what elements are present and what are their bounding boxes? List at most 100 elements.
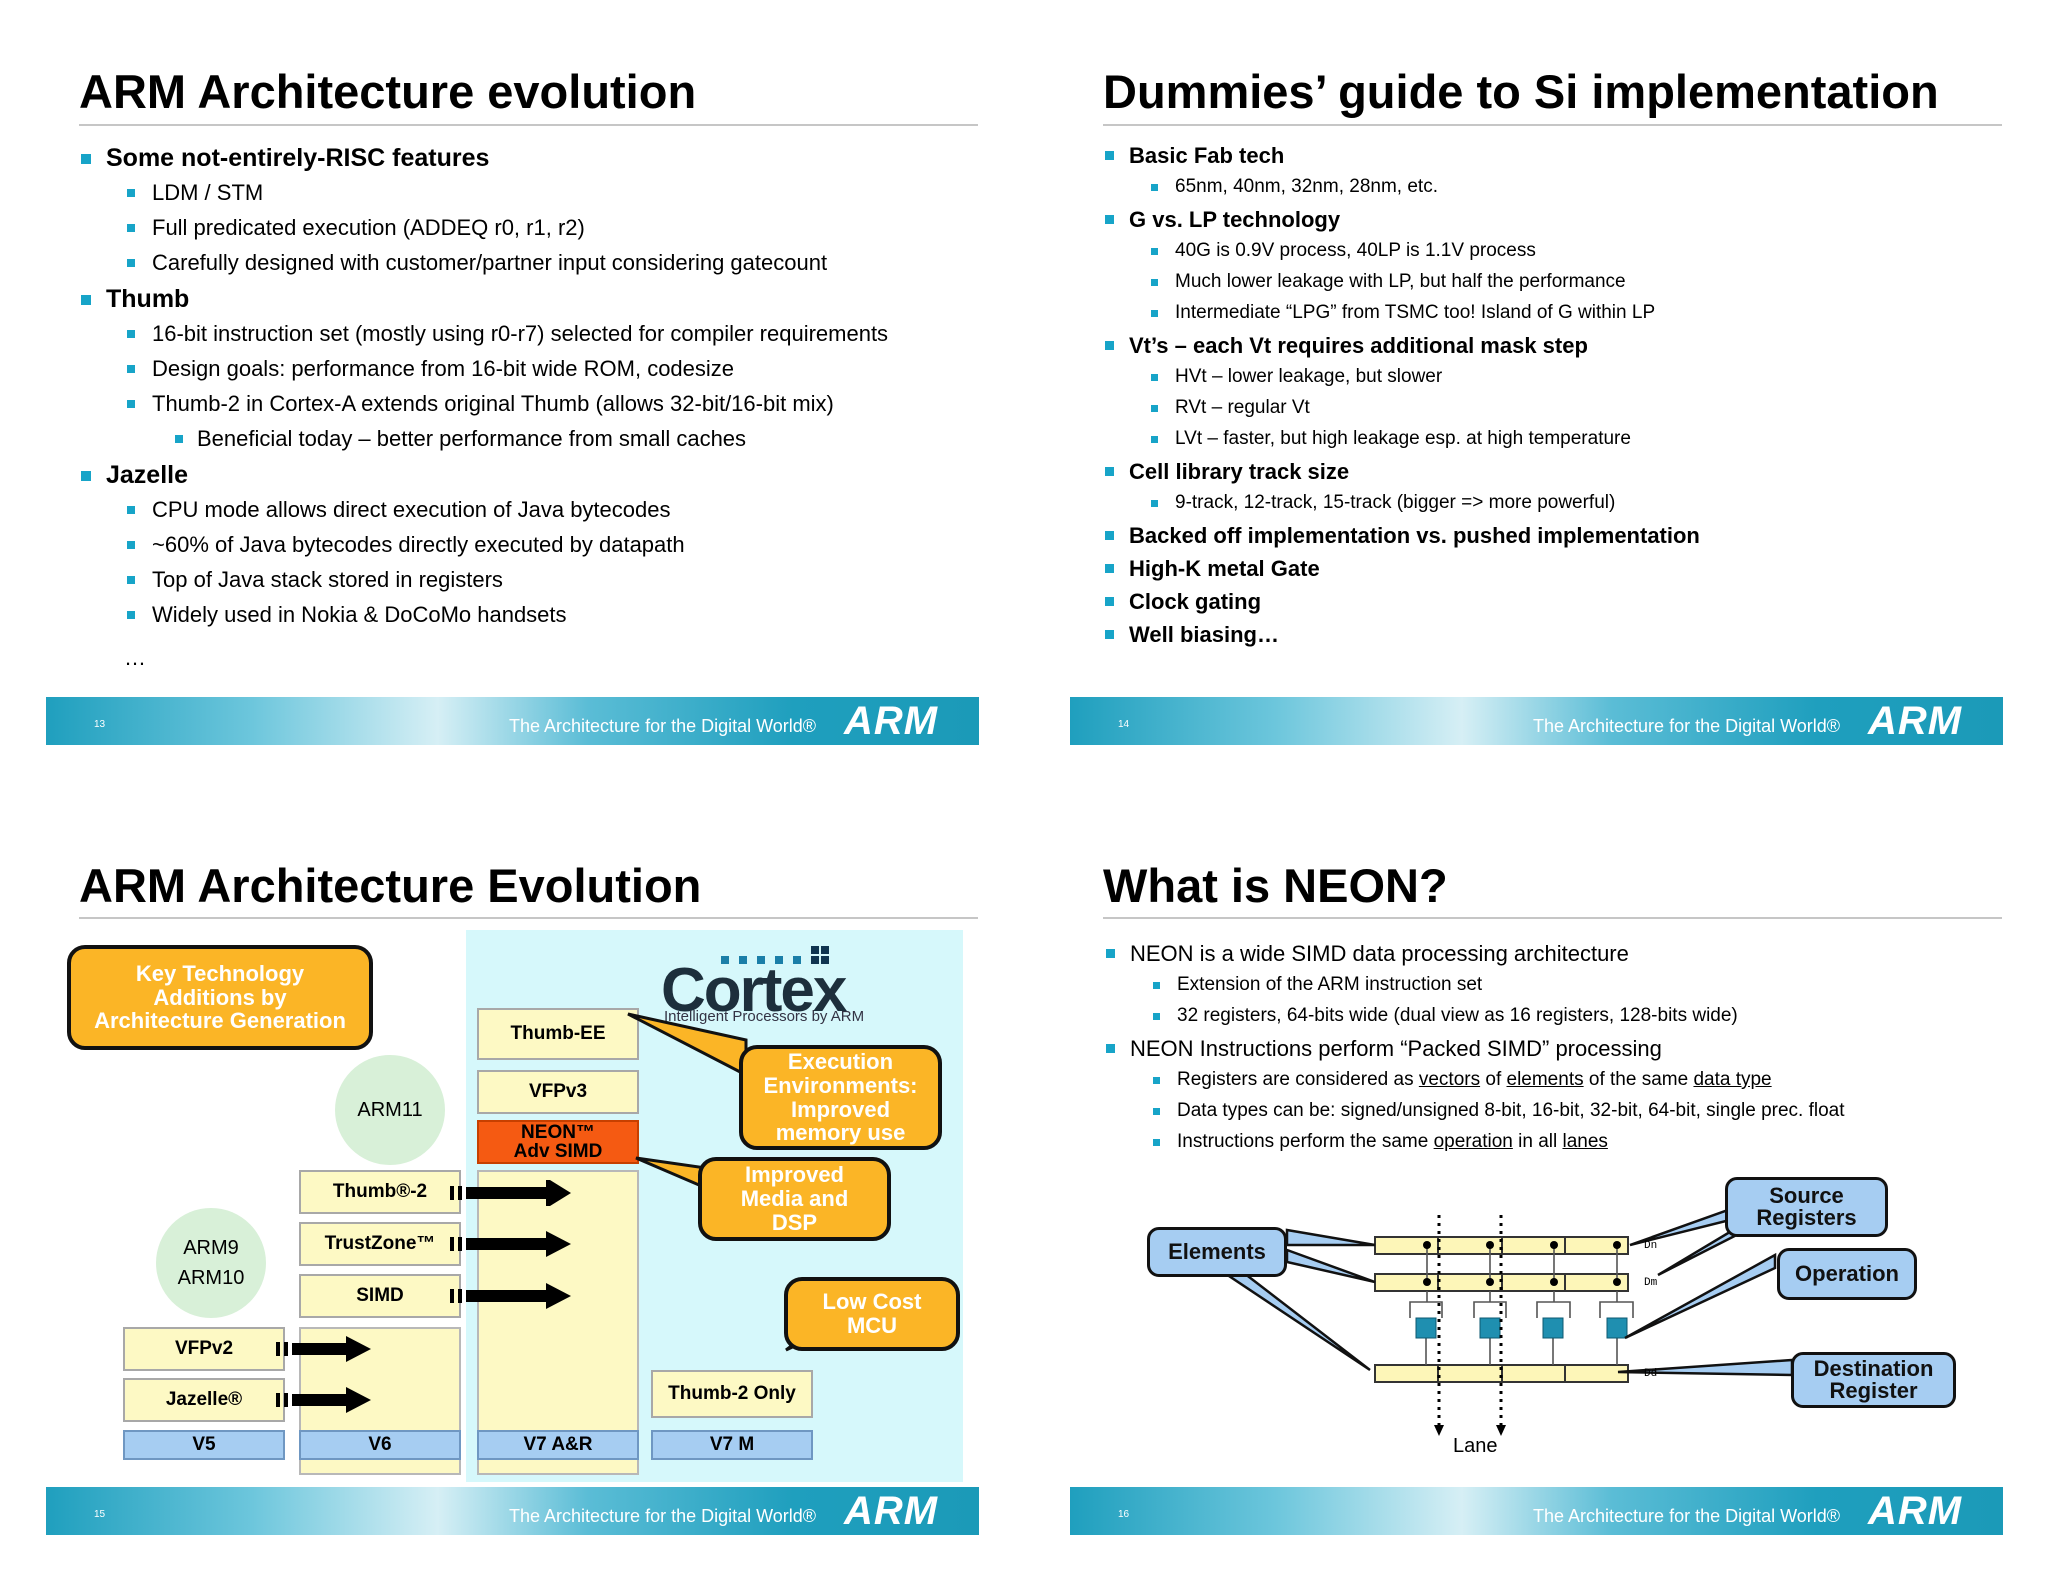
footer-tagline: The Architecture for the Digital World® xyxy=(1533,1506,1841,1526)
arm-logo: ARM xyxy=(844,1489,939,1533)
key-callout-line-1: Key Technology xyxy=(135,960,305,986)
v7ar-column xyxy=(477,1170,639,1475)
bullet-level-2: Widely used in Nokia & DoCoMo handsets xyxy=(127,602,567,628)
bullet-text: Data types can be: signed/unsigned 8-bit… xyxy=(1177,1100,1845,1121)
bullet-square-icon xyxy=(127,224,135,232)
footer-tagline: The Architecture for the Digital World® xyxy=(1533,716,1841,736)
bullet-square-icon xyxy=(1153,1077,1160,1084)
bullet-level-1: Backed off implementation vs. pushed imp… xyxy=(1105,523,1700,549)
text-run: of xyxy=(1480,1069,1507,1090)
bullet-text: Top of Java stack stored in registers xyxy=(152,567,503,592)
arm10-label: ARM10 xyxy=(177,1267,245,1289)
bullet-level-1: Some not-entirely-RISC features xyxy=(81,144,490,173)
bullet-text: Carefully designed with customer/partner… xyxy=(152,250,828,275)
slide-si-implementation: Dummies’ guide to Si implementation Basi… xyxy=(1070,0,2003,760)
bullet-level-2: RVt – regular Vt xyxy=(1151,397,1310,419)
bullet-square-icon xyxy=(127,365,135,373)
bullet-text: Some not-entirely-RISC features xyxy=(106,144,490,172)
arm-logo: ARM xyxy=(844,699,939,743)
bullet-level-1: NEON is a wide SIMD data processing arch… xyxy=(1106,941,1629,967)
bullet-square-icon xyxy=(127,259,135,267)
bullet-square-icon xyxy=(1105,151,1114,160)
thumb-ee-box: Thumb-EE xyxy=(477,1008,639,1060)
bullet-level-2: Data types can be: signed/unsigned 8-bit… xyxy=(1153,1100,1845,1122)
bullet-square-icon xyxy=(1151,405,1158,412)
bullet-text: G vs. LP technology xyxy=(1129,207,1341,232)
bullet-square-icon xyxy=(81,471,91,481)
bullet-text: Thumb-2 in Cortex-A extends original Thu… xyxy=(152,391,834,416)
bullet-level-2: 16-bit instruction set (mostly using r0-… xyxy=(127,321,888,347)
bullet-text: Design goals: performance from 16-bit wi… xyxy=(152,356,735,381)
op-unit xyxy=(1479,1317,1501,1339)
lane-arrow-icon xyxy=(1496,1425,1506,1436)
bullet-level-2: Extension of the ARM instruction set xyxy=(1153,974,1482,996)
reg-dn-label: Dn xyxy=(1644,1240,1658,1252)
arrow-simd-icon xyxy=(450,1283,571,1309)
page-number: 13 xyxy=(94,719,106,730)
slide-what-is-neon: What is NEON? NEON is a wide SIMD data p… xyxy=(1070,790,2003,1550)
underlined-term: vectors xyxy=(1418,1069,1481,1090)
arm11-circle: ARM11 xyxy=(335,1055,445,1165)
slide-arm-architecture-evolution: ARM Architecture evolution Some not-enti… xyxy=(46,0,979,760)
media-callout-line-3: DSP xyxy=(771,1209,818,1235)
text-run: Registers are considered as xyxy=(1177,1069,1419,1090)
bullet-text: 40G is 0.9V process, 40LP is 1.1V proces… xyxy=(1175,240,1536,261)
cortex-tagline-text: Intelligent Processors by ARM xyxy=(664,1008,865,1025)
bullet-level-1: NEON Instructions perform “Packed SIMD” … xyxy=(1106,1036,1662,1062)
bullet-text: Clock gating xyxy=(1129,589,1262,614)
bullet-level-1: Basic Fab tech xyxy=(1105,143,1284,169)
bullet-square-icon xyxy=(1106,949,1115,958)
bullet-text: RVt – regular Vt xyxy=(1175,397,1310,418)
bullet-level-2: LDM / STM xyxy=(127,180,264,206)
evolution-arrows xyxy=(276,1012,852,1413)
cortex-logo: Cortex xyxy=(661,938,881,1022)
destination-line-2: Register xyxy=(1829,1378,1918,1403)
reg-dm-label: Dm xyxy=(1644,1277,1658,1289)
bullet-text: Jazelle xyxy=(106,461,189,489)
bullet-text: Vt’s – each Vt requires additional mask … xyxy=(1129,333,1588,358)
thumb2-box: Thumb®-2 xyxy=(299,1170,461,1214)
text-run: Data types can be: signed/unsigned 8-bit… xyxy=(1177,1100,1845,1121)
bullet-square-icon xyxy=(175,435,183,443)
text-run: of the same xyxy=(1583,1069,1694,1090)
bullet-level-2: Carefully designed with customer/partner… xyxy=(127,250,828,276)
lowcost-callout-line-2: MCU xyxy=(846,1313,898,1338)
bullet-square-icon xyxy=(1106,1044,1115,1053)
bullet-text: Registers are considered as vectors of e… xyxy=(1177,1069,1772,1090)
bullet-level-2: 9-track, 12-track, 15-track (bigger => m… xyxy=(1151,492,1615,514)
bullet-level-1: Well biasing… xyxy=(1105,622,1279,648)
bullet-text: Widely used in Nokia & DoCoMo handsets xyxy=(152,602,567,627)
simd-box: SIMD xyxy=(299,1274,461,1318)
page-number: 14 xyxy=(1118,719,1130,730)
bullet-square-icon xyxy=(1153,982,1160,989)
bullet-square-icon xyxy=(127,576,135,584)
bullet-square-icon xyxy=(1105,215,1114,224)
title-divider xyxy=(1103,124,2002,126)
version-v7m: V7 M xyxy=(651,1430,813,1460)
slide-footer: 16 The Architecture for the Digital Worl… xyxy=(1070,1487,2003,1535)
vfpv2-box: VFPv2 xyxy=(123,1327,285,1371)
footer-tagline: The Architecture for the Digital World® xyxy=(509,716,817,736)
bullet-text: 65nm, 40nm, 32nm, 28nm, etc. xyxy=(1175,176,1438,197)
page-number: 16 xyxy=(1118,1509,1130,1520)
bullet-level-2: ~60% of Java bytecodes directly executed… xyxy=(127,532,685,558)
bullet-square-icon xyxy=(1105,531,1114,540)
bullet-level-2: 32 registers, 64-bits wide (dual view as… xyxy=(1153,1005,1738,1027)
bullet-level-2: Much lower leakage with LP, but half the… xyxy=(1151,271,1626,293)
text-run: 32 registers, 64-bits wide (dual view as… xyxy=(1177,1005,1738,1026)
slide-footer: 15 The Architecture for the Digital Worl… xyxy=(46,1487,979,1535)
arrow-thumb2-icon xyxy=(450,1180,571,1206)
slide-arm-architecture-evolution-diagram: ARM Architecture Evolution Cortex Intell… xyxy=(46,790,979,1550)
footer-tagline: The Architecture for the Digital World® xyxy=(509,1506,817,1526)
slide-title: Dummies’ guide to Si implementation xyxy=(1103,65,1939,118)
bullet-text: LDM / STM xyxy=(152,180,264,205)
thumb2-only-box: Thumb-2 Only xyxy=(651,1370,813,1418)
bullet-level-1: Cell library track size xyxy=(1105,459,1349,485)
source-line-1: Source xyxy=(1769,1183,1844,1208)
bullet-level-2: Full predicated execution (ADDEQ r0, r1,… xyxy=(127,215,585,241)
bullet-square-icon xyxy=(1151,374,1158,381)
bullet-text: Extension of the ARM instruction set xyxy=(1177,974,1482,995)
slide-footer: 13 The Architecture for the Digital Worl… xyxy=(46,697,979,745)
key-callout-line-2: Additions by xyxy=(153,984,287,1010)
vfpv3-box: VFPv3 xyxy=(477,1070,639,1114)
